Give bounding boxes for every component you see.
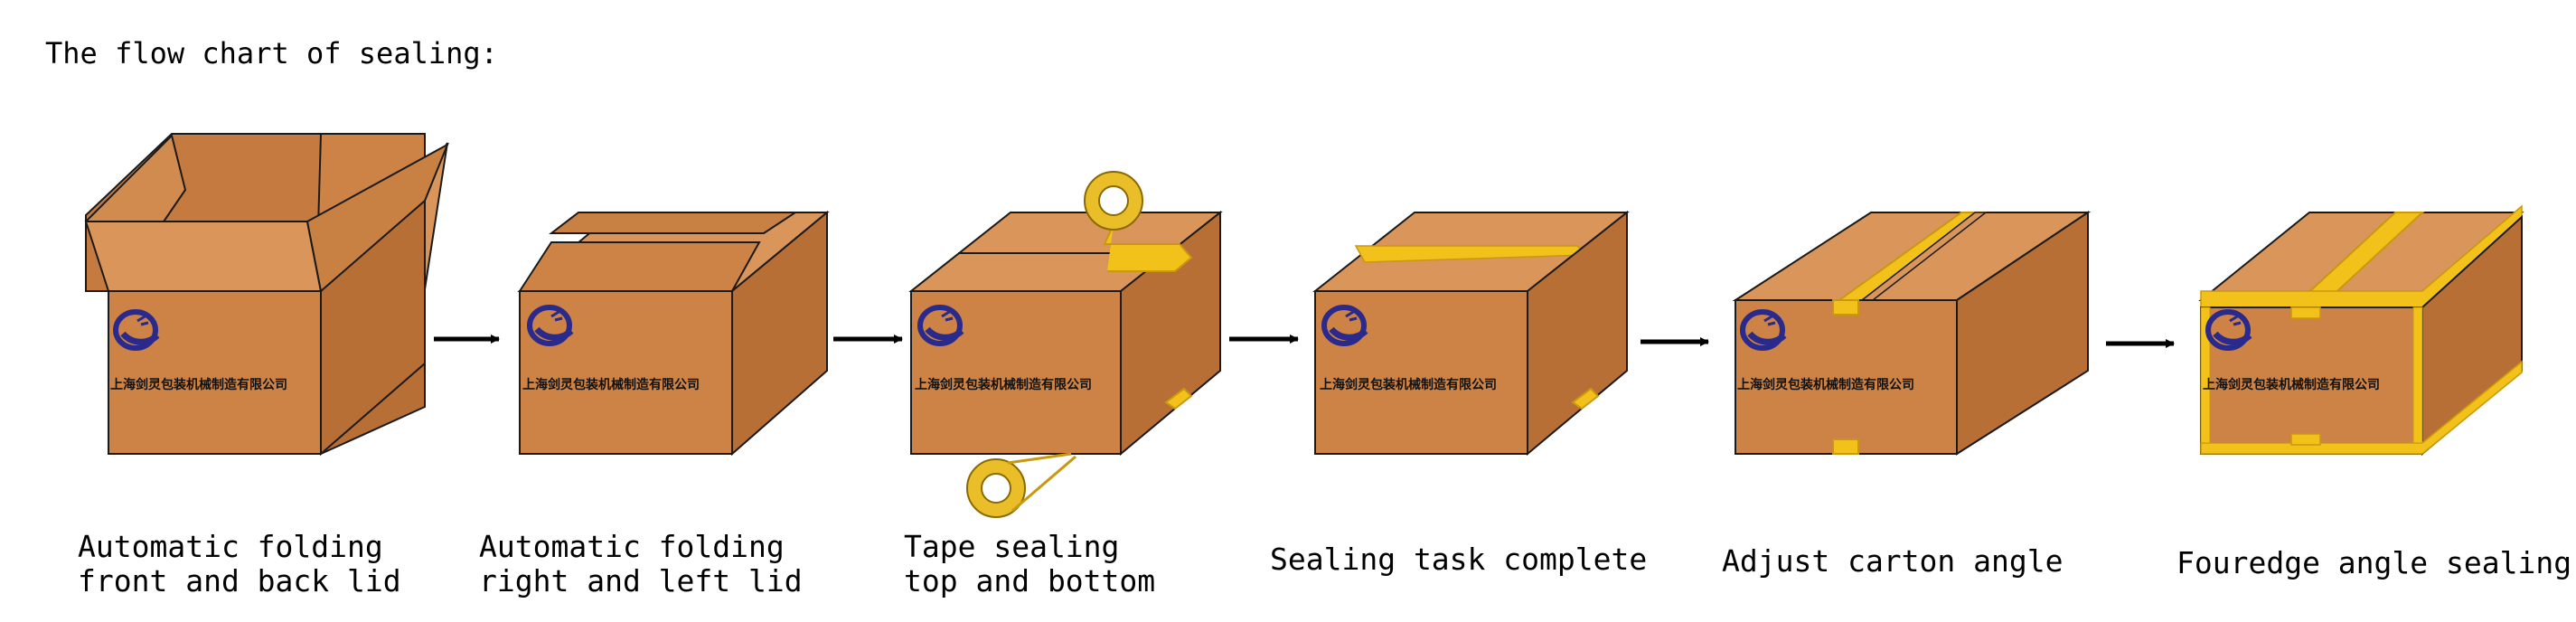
- company-text: 上海剑灵包装机械制造有限公司: [110, 377, 287, 392]
- carton-folded-lids: 上海剑灵包装机械制造有限公司: [517, 210, 830, 457]
- company-text: 上海剑灵包装机械制造有限公司: [522, 377, 700, 392]
- company-text: 上海剑灵包装机械制造有限公司: [915, 377, 1092, 392]
- carton-sealed: 上海剑灵包装机械制造有限公司: [1312, 210, 1630, 457]
- step-5-caption: Adjust carton angle: [1722, 543, 2064, 579]
- step-6-caption: Fouredge angle sealing: [2176, 545, 2572, 580]
- step-4-caption: Sealing task complete: [1270, 542, 1648, 577]
- company-text: 上海剑灵包装机械制造有限公司: [1737, 377, 1914, 392]
- company-text: 上海剑灵包装机械制造有限公司: [2203, 377, 2380, 392]
- carton-fouredge-sealed: 上海剑灵包装机械制造有限公司: [2198, 204, 2524, 457]
- carton-rotated: 上海剑灵包装机械制造有限公司: [1732, 211, 2092, 456]
- carton-open-flaps: 上海剑灵包装机械制造有限公司: [84, 133, 449, 457]
- company-text: 上海剑灵包装机械制造有限公司: [1320, 377, 1497, 392]
- carton-tape-sealing: 上海剑灵包装机械制造有限公司: [908, 171, 1223, 518]
- diagram-title: The flow chart of sealing:: [45, 36, 498, 71]
